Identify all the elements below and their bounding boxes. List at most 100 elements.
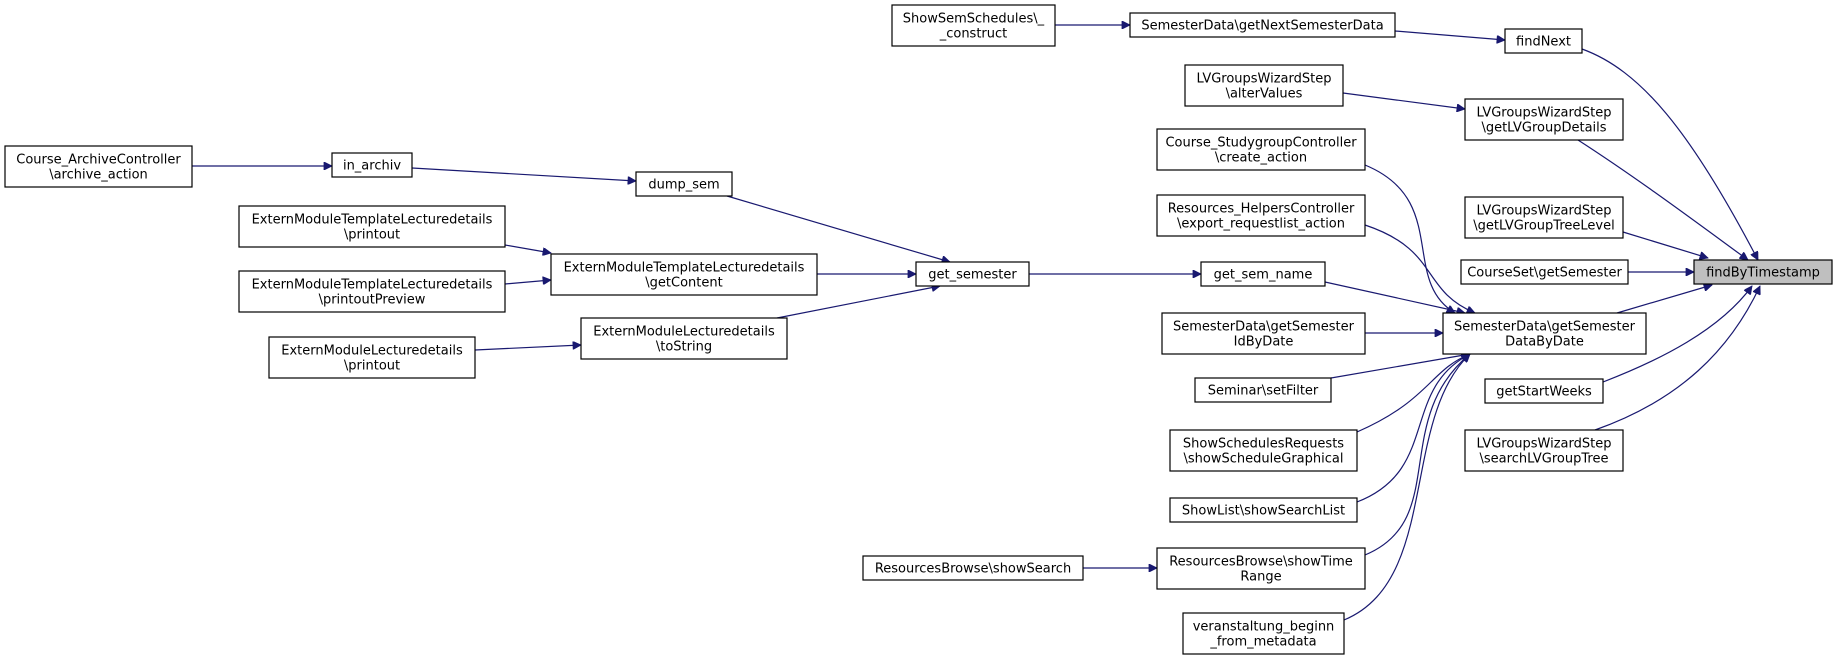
edge-lecturedetailsPrintout-to-lecturedetailsToString: [474, 345, 581, 351]
node-box[interactable]: [635, 171, 733, 197]
node-studygroupCreate[interactable]: Course_StudygroupController\create_actio…: [1156, 128, 1366, 171]
node-showScheduleGraphical[interactable]: ShowSchedulesRequests\showScheduleGraphi…: [1169, 429, 1358, 472]
node-getSemName[interactable]: get_sem_name: [1200, 261, 1326, 287]
node-alterValues[interactable]: LVGroupsWizardStep\alterValues: [1184, 64, 1344, 107]
node-label-line: CourseSet\getSemester: [1467, 266, 1622, 281]
node-seminarSetFilter[interactable]: Seminar\setFilter: [1194, 377, 1332, 403]
node-box[interactable]: [1464, 98, 1624, 141]
node-label-line: _from_metadata: [1209, 635, 1316, 650]
node-box[interactable]: [238, 205, 506, 248]
node-box[interactable]: [238, 270, 506, 313]
node-box[interactable]: [268, 336, 476, 379]
node-label-line: LVGroupsWizardStep: [1477, 204, 1612, 219]
node-inArchiv[interactable]: in_archiv: [331, 152, 413, 178]
edge-studygroupCreate-to-getSemesterDataByDate: [1364, 164, 1455, 314]
node-getLVGroupTreeLevel[interactable]: LVGroupsWizardStep\getLVGroupTreeLevel: [1464, 196, 1624, 239]
node-label-line: ResourcesBrowse\showSearch: [875, 562, 1071, 577]
node-box[interactable]: [1161, 312, 1366, 355]
node-box[interactable]: [4, 145, 193, 188]
node-searchLVGroupTree[interactable]: LVGroupsWizardStep\searchLVGroupTree: [1464, 429, 1624, 472]
node-box[interactable]: [1504, 28, 1583, 54]
edge-templatePrintout-to-templateGetContent: [504, 244, 551, 253]
node-label-line: IdByDate: [1234, 335, 1294, 350]
node-label-line: \printoutPreview: [319, 293, 426, 308]
node-label-line: ShowSchedulesRequests: [1183, 437, 1344, 452]
node-label-line: ShowSemSchedules\_: [903, 12, 1045, 27]
node-label-line: \alterValues: [1226, 87, 1303, 102]
node-findNext[interactable]: findNext: [1504, 28, 1583, 54]
node-getNextSemesterData[interactable]: SemesterData\getNextSemesterData: [1129, 12, 1396, 38]
node-box[interactable]: [1129, 12, 1396, 38]
node-lecturedetailsToString[interactable]: ExternModuleLecturedetails\toString: [580, 317, 788, 360]
node-label-line: ShowList\showSearchList: [1182, 504, 1345, 519]
node-box[interactable]: [1484, 378, 1604, 404]
node-veranstaltungBeginn[interactable]: veranstaltung_beginn_from_metadata: [1182, 612, 1345, 655]
edge-seminarSetFilter-to-getSemesterDataByDate: [1330, 354, 1470, 379]
node-box[interactable]: [580, 317, 788, 360]
node-box[interactable]: [1182, 612, 1345, 655]
node-templatePrintoutPreview[interactable]: ExternModuleTemplateLecturedetails\print…: [238, 270, 506, 313]
node-box[interactable]: [1184, 64, 1344, 107]
node-box[interactable]: [915, 261, 1030, 287]
edge-findNext-to-findByTimestamp: [1581, 48, 1759, 260]
node-getSemester[interactable]: get_semester: [915, 261, 1030, 287]
edge-getNextSemesterData-to-findNext: [1394, 30, 1505, 40]
node-label-line: LVGroupsWizardStep: [1197, 72, 1332, 87]
node-label-line: SemesterData\getNextSemesterData: [1141, 19, 1383, 34]
node-label-line: findNext: [1516, 35, 1571, 50]
node-findByTimestamp[interactable]: findByTimestamp: [1693, 259, 1833, 285]
edge-getSemesterDataByDate-to-findByTimestamp: [1616, 285, 1712, 314]
edges-layer: [192, 25, 1760, 621]
node-box[interactable]: [1200, 261, 1326, 287]
node-label-line: \searchLVGroupTree: [1480, 452, 1609, 467]
node-dumpSem[interactable]: dump_sem: [635, 171, 733, 197]
node-helpersExport[interactable]: Resources_HelpersController\export_reque…: [1156, 194, 1366, 237]
node-box[interactable]: [331, 152, 413, 178]
node-label-line: veranstaltung_beginn: [1193, 620, 1335, 635]
node-box[interactable]: [1464, 196, 1624, 239]
node-box[interactable]: [1693, 259, 1833, 285]
node-box[interactable]: [550, 253, 818, 296]
node-box[interactable]: [1442, 312, 1647, 355]
node-label-line: \export_requestlist_action: [1177, 217, 1345, 232]
node-label-line: \getLVGroupTreeLevel: [1473, 219, 1614, 234]
node-box[interactable]: [1460, 259, 1629, 285]
edge-inArchiv-to-dumpSem: [411, 167, 636, 181]
node-label-line: \printout: [344, 228, 400, 243]
node-courseSetGetSemester[interactable]: CourseSet\getSemester: [1460, 259, 1629, 285]
node-lecturedetailsPrintout[interactable]: ExternModuleLecturedetails\printout: [268, 336, 476, 379]
node-box[interactable]: [1464, 429, 1624, 472]
node-box[interactable]: [1156, 194, 1366, 237]
node-box[interactable]: [1156, 128, 1366, 171]
node-box[interactable]: [1169, 429, 1358, 472]
node-archiveAction[interactable]: Course_ArchiveController\archive_action: [4, 145, 193, 188]
node-label-line: \printout: [344, 359, 400, 374]
node-getLVGroupDetails[interactable]: LVGroupsWizardStep\getLVGroupDetails: [1464, 98, 1624, 141]
node-label-line: ExternModuleTemplateLecturedetails: [564, 261, 805, 276]
node-templatePrintout[interactable]: ExternModuleTemplateLecturedetails\print…: [238, 205, 506, 248]
node-box[interactable]: [1156, 547, 1366, 590]
edge-dumpSem-to-getSemester: [726, 195, 950, 262]
node-label-line: SemesterData\getSemester: [1173, 320, 1355, 335]
node-templateGetContent[interactable]: ExternModuleTemplateLecturedetails\getCo…: [550, 253, 818, 296]
node-showSearchList[interactable]: ShowList\showSearchList: [1169, 497, 1358, 523]
node-label-line: Course_StudygroupController: [1165, 136, 1357, 151]
node-box[interactable]: [891, 4, 1056, 47]
node-label-line: getStartWeeks: [1496, 385, 1592, 400]
node-label-line: LVGroupsWizardStep: [1477, 106, 1612, 121]
node-label-line: LVGroupsWizardStep: [1477, 437, 1612, 452]
node-label-line: \archive_action: [49, 168, 148, 183]
node-label-line: ExternModuleTemplateLecturedetails: [252, 213, 493, 228]
node-showSemSchedulesConstruct[interactable]: ShowSemSchedules\__construct: [891, 4, 1056, 47]
node-box[interactable]: [1194, 377, 1332, 403]
node-resourcesShowSearch[interactable]: ResourcesBrowse\showSearch: [862, 555, 1084, 581]
node-getStartWeeks[interactable]: getStartWeeks: [1484, 378, 1604, 404]
node-label-line: ResourcesBrowse\showTime: [1169, 555, 1353, 570]
node-label-line: \create_action: [1215, 151, 1307, 166]
node-box[interactable]: [1169, 497, 1358, 523]
node-box[interactable]: [862, 555, 1084, 581]
